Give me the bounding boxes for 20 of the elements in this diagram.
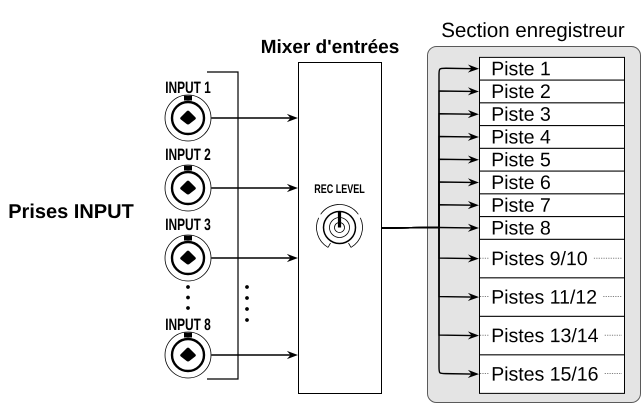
jack-label: INPUT 3 — [166, 218, 210, 230]
knob-label: REC LEVEL — [314, 184, 364, 194]
track-box: Pistes 15/16 — [479, 354, 625, 394]
track-box: Piste 2 — [479, 80, 625, 104]
track-box: Pistes 9/10 — [479, 238, 625, 278]
jack-label: INPUT 1 — [166, 82, 210, 94]
jack-label: INPUT 8 — [166, 318, 210, 330]
track-box: Piste 6 — [479, 170, 625, 194]
box-heading: Mixer d'entrées — [262, 39, 398, 54]
track-box: Piste 3 — [479, 102, 625, 126]
jack-label: INPUT 2 — [166, 148, 210, 160]
panel-heading: Section enregistreur — [442, 22, 624, 42]
track-box: Piste 7 — [479, 193, 625, 218]
track-box: Piste 4 — [479, 125, 625, 149]
track-box: Pistes 13/14 — [479, 316, 625, 356]
track-box: Pistes 11/12 — [479, 277, 625, 317]
track-box: Piste 1 — [479, 56, 625, 81]
group-label: Prises INPUT — [10, 204, 134, 218]
track-box: Piste 5 — [479, 148, 625, 172]
track-box: Piste 8 — [479, 216, 625, 240]
